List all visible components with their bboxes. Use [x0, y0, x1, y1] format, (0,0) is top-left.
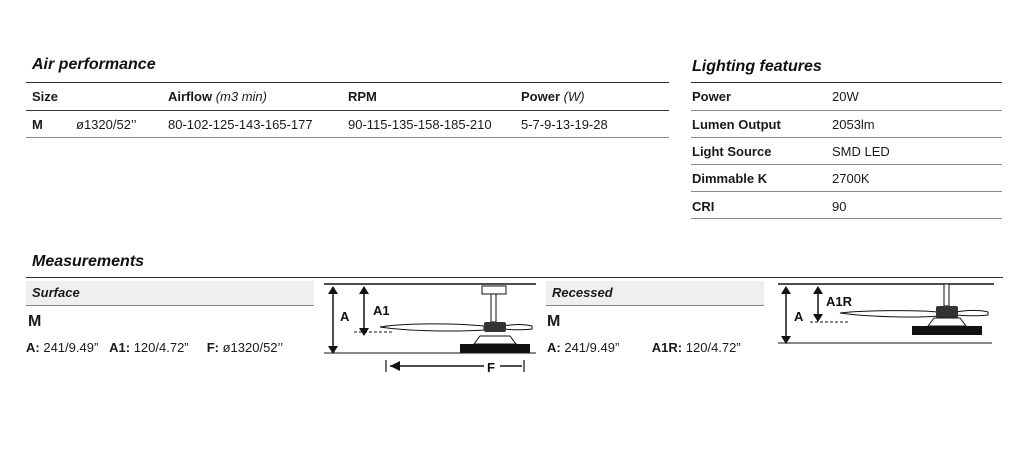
divider — [691, 191, 1002, 192]
recessed-fan-diagram: A A1R — [778, 283, 994, 344]
recessed-a-value: 241/9.49” — [564, 340, 620, 355]
airflow-unit: (m3 min) — [215, 89, 267, 104]
recessed-dimensions: A: 241/9.49” A1R: 120/4.72” — [547, 340, 741, 355]
col-header-power: Power (W) — [521, 89, 585, 104]
a1r-arrowheads — [813, 286, 823, 322]
diagram-a1r-label: A1R — [826, 294, 853, 309]
lighting-features-title: Lighting features — [692, 58, 822, 75]
surface-dimensions: A: 241/9.49” A1: 120/4.72” F: ø1320/52’’ — [26, 340, 283, 355]
lighting-label-dimmable: Dimmable K — [692, 171, 768, 186]
measurements-title: Measurements — [32, 253, 145, 270]
diagram-a-label: A — [340, 309, 350, 324]
air-performance-title: Air performance — [32, 56, 156, 73]
lighting-label-power: Power — [692, 89, 732, 104]
lighting-label-cri: CRI — [692, 199, 715, 214]
lighting-label-lumen: Lumen Output — [692, 117, 781, 132]
fan-icon — [839, 283, 989, 335]
col-header-size: Size — [32, 89, 59, 104]
surface-a-label: A: — [26, 340, 40, 355]
lighting-value-cri: 90 — [832, 199, 847, 214]
surface-f-label: F: — [206, 340, 219, 355]
divider — [691, 110, 1002, 111]
recessed-a-label: A: — [547, 340, 561, 355]
diagram-f-label: F — [487, 360, 495, 375]
recessed-header: Recessed — [546, 281, 764, 306]
surface-size: M — [28, 313, 42, 330]
surface-a1-label: A1: — [109, 340, 131, 355]
lighting-value-lumen: 2053lm — [832, 117, 875, 132]
surface-label: Surface — [32, 285, 80, 300]
recessed-label: Recessed — [552, 285, 613, 300]
surface-f-value: ø1320/52’’ — [222, 340, 284, 355]
power-unit: (W) — [563, 89, 585, 104]
row-rpm: 90-115-135-158-185-210 — [348, 117, 492, 132]
lighting-value-dimmable: 2700K — [832, 171, 870, 186]
diagram-a1-label: A1 — [373, 303, 390, 318]
fan-icon — [379, 285, 533, 353]
recessed-a1r-value: 120/4.72” — [685, 340, 741, 355]
row-power: 5-7-9-13-19-28 — [521, 117, 608, 132]
lighting-value-power: 20W — [832, 89, 859, 104]
f-arrowhead — [390, 361, 400, 371]
a-arrowheads — [328, 286, 338, 354]
recessed-a1r-label: A1R: — [651, 340, 683, 355]
divider — [691, 137, 1002, 138]
row-airflow: 80-102-125-143-165-177 — [168, 117, 313, 132]
surface-a-value: 241/9.49” — [43, 340, 99, 355]
divider — [26, 110, 669, 111]
col-header-airflow: Airflow (m3 min) — [168, 89, 267, 104]
recessed-size: M — [547, 313, 561, 330]
divider — [691, 218, 1002, 219]
surface-a1-value: 120/4.72” — [133, 340, 189, 355]
divider — [26, 82, 669, 83]
divider — [26, 277, 1003, 278]
col-header-rpm: RPM — [348, 89, 377, 104]
row-size: M — [32, 117, 43, 132]
diagram-a-label: A — [794, 309, 804, 324]
lighting-value-source: SMD LED — [832, 144, 890, 159]
row-diameter: ø1320/52’’ — [76, 117, 137, 132]
divider — [26, 137, 669, 138]
divider — [691, 82, 1002, 83]
lighting-label-source: Light Source — [692, 144, 772, 159]
surface-header: Surface — [26, 281, 314, 306]
divider — [691, 164, 1002, 165]
surface-fan-diagram: A A1 F — [324, 283, 536, 375]
